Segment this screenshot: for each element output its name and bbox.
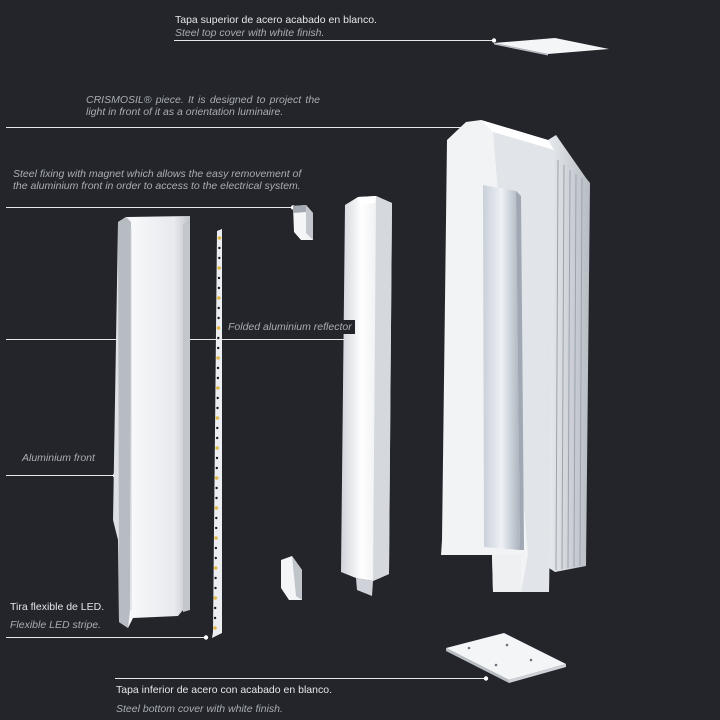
led-dot bbox=[216, 396, 219, 400]
reflector-label: Folded aluminium reflector bbox=[225, 320, 355, 334]
led-dot bbox=[217, 236, 222, 240]
led-dot bbox=[216, 426, 219, 430]
led-dot bbox=[216, 326, 221, 330]
led-dot bbox=[214, 606, 217, 610]
led-dot bbox=[213, 566, 218, 570]
led-dot bbox=[215, 496, 218, 500]
led-dot bbox=[213, 616, 217, 620]
led-dot bbox=[214, 576, 217, 580]
led-dot bbox=[217, 286, 221, 290]
led-dot bbox=[218, 256, 221, 260]
led-dot bbox=[213, 626, 217, 630]
led-dot bbox=[214, 506, 219, 510]
led-dot bbox=[214, 546, 218, 550]
fixing-lower bbox=[281, 556, 302, 600]
led-dot bbox=[213, 596, 218, 600]
led-dot bbox=[215, 486, 218, 490]
led-dot bbox=[216, 356, 220, 360]
led-dot bbox=[216, 366, 220, 370]
led-dot bbox=[216, 376, 220, 380]
led-dot bbox=[215, 516, 218, 520]
led-dot bbox=[217, 296, 221, 300]
led-dot bbox=[217, 306, 220, 310]
led-dot bbox=[216, 406, 219, 410]
bottom-cover-label-es: Tapa inferior de acero con acabado en bl… bbox=[116, 684, 332, 696]
top-cover-label-en: Steel top cover with white finish. bbox=[175, 27, 325, 39]
led-dot bbox=[215, 446, 219, 450]
led-dot bbox=[215, 526, 218, 530]
fixing-upper bbox=[293, 205, 313, 240]
led-dot bbox=[217, 346, 220, 350]
crismosil-housing bbox=[441, 120, 590, 592]
led-dot bbox=[215, 466, 218, 470]
bottom-cover-label-en: Steel bottom cover with white finish. bbox=[116, 703, 283, 715]
crismosil-label-line2: light in front of it as a orientation lu… bbox=[86, 106, 284, 118]
fixing-label-line1: Steel fixing with magnet which allows th… bbox=[13, 168, 302, 180]
reflector-part bbox=[341, 196, 392, 596]
crismosil-label-line1: CRISMOSIL® piece. It is designed to proj… bbox=[86, 94, 320, 106]
top-cover-label-es: Tapa superior de acero acabado en blanco… bbox=[175, 14, 377, 26]
led-dot bbox=[214, 536, 218, 540]
aluminium-front-part bbox=[113, 216, 190, 628]
led-dot bbox=[215, 416, 220, 420]
led-dot bbox=[214, 476, 219, 480]
led-dot bbox=[217, 266, 221, 270]
led-dot bbox=[216, 386, 220, 390]
fixing-label-line2: the aluminium front in order to access t… bbox=[13, 180, 301, 192]
led-dot bbox=[217, 276, 221, 280]
led-strip-part bbox=[212, 229, 222, 638]
led-dot bbox=[215, 456, 219, 460]
led-dot bbox=[217, 336, 220, 340]
led-dot bbox=[214, 556, 217, 560]
led-dot bbox=[217, 316, 220, 320]
led-dot bbox=[218, 246, 221, 250]
top-cover-plate bbox=[494, 38, 609, 56]
led-dot bbox=[216, 436, 219, 440]
front-label: Aluminium front bbox=[22, 452, 95, 464]
bottom-cover-plate bbox=[446, 633, 566, 683]
led-label-en: Flexible LED stripe. bbox=[10, 619, 102, 631]
led-dot bbox=[214, 586, 217, 590]
led-label-es: Tira flexible de LED. bbox=[10, 601, 105, 613]
